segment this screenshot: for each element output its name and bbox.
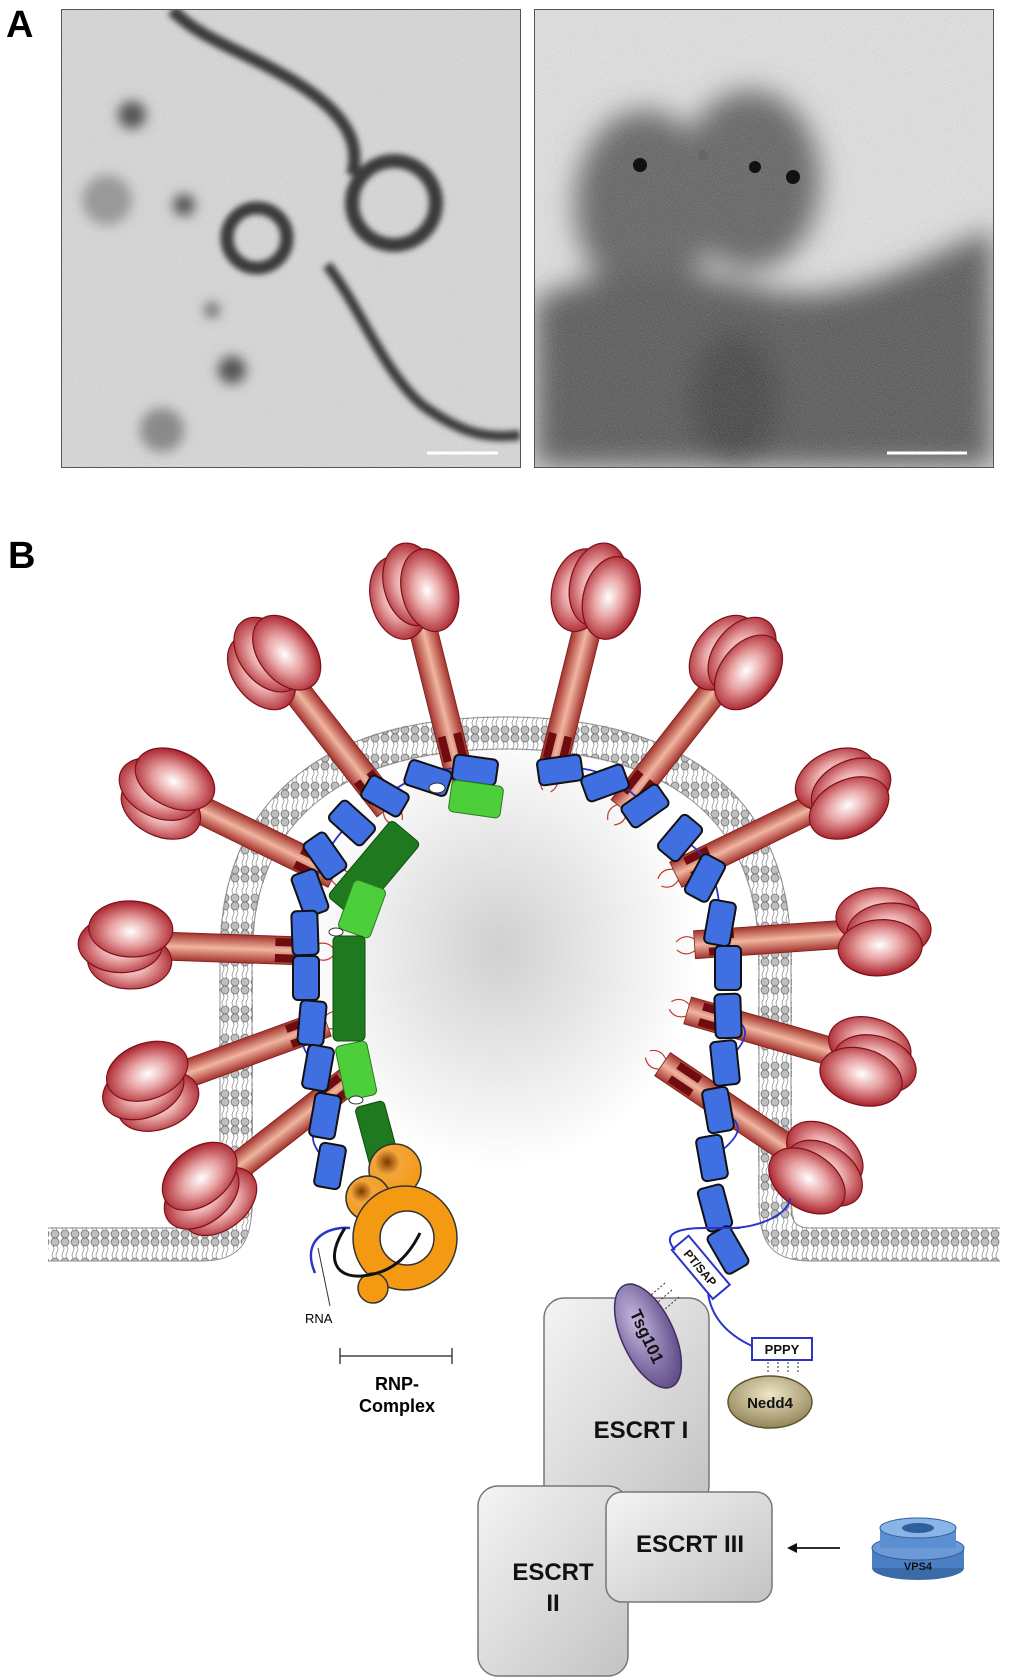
- matrix-protein: [313, 1141, 347, 1191]
- electron-micrograph-right: [534, 9, 994, 468]
- pppy-label: PPPY: [765, 1342, 800, 1357]
- matrix-protein: [296, 999, 328, 1047]
- matrix-protein: [328, 799, 376, 847]
- spike: [536, 542, 641, 793]
- rna-label: RNA: [305, 1311, 333, 1326]
- matrix-protein: [536, 753, 584, 787]
- rnp-complex-label-line1: RNP-: [375, 1374, 419, 1394]
- escrt-machinery: [477, 1297, 773, 1677]
- matrix-protein: [713, 992, 743, 1040]
- matrix-protein: [656, 813, 704, 863]
- matrix-protein: [695, 1133, 729, 1183]
- spike: [161, 1060, 373, 1237]
- spike: [369, 542, 474, 793]
- nucleoprotein-chain: [328, 779, 504, 1168]
- virus-budding-diagram: RNA RNP- Complex ESCRT I ESCRT II ESCRT …: [48, 542, 1000, 1677]
- matrix-protein: [302, 831, 348, 881]
- late-domain-linker: [707, 1292, 753, 1347]
- matrix-protein: [703, 898, 737, 948]
- panel-label-a: A: [6, 4, 34, 46]
- matrix-protein: [683, 853, 727, 903]
- matrix-protein: [706, 1225, 750, 1275]
- escrt-i-label: ESCRT I: [594, 1417, 689, 1444]
- rnp-complex-bracket: [339, 1348, 453, 1364]
- tsg101: [613, 1283, 683, 1389]
- matrix-protein: [360, 774, 410, 818]
- spike: [77, 900, 334, 990]
- vps4: [871, 1517, 965, 1580]
- electron-micrograph-left: [61, 9, 521, 468]
- glycoprotein-spikes: [77, 542, 932, 1237]
- matrix-protein: [301, 1043, 335, 1093]
- spike: [657, 747, 892, 888]
- pppy-motif: [751, 1337, 813, 1361]
- matrix-protein-layer: [290, 753, 750, 1275]
- pt-sap-tsg101-interaction: [649, 1282, 680, 1311]
- spike: [118, 747, 353, 888]
- escrt-iii: [605, 1491, 773, 1603]
- matrix-protein: [290, 909, 320, 957]
- nedd4: [727, 1375, 813, 1429]
- matrix-protein: [714, 945, 742, 991]
- matrix-protein: [292, 955, 320, 1001]
- spike: [102, 1009, 346, 1132]
- matrix-protein: [580, 763, 630, 803]
- escrt-iii-label: ESCRT III: [636, 1531, 744, 1558]
- escrt-ii-label-line2: II: [546, 1590, 559, 1617]
- pppy-nedd4-interaction: [767, 1362, 799, 1374]
- matrix-protein: [709, 1039, 741, 1087]
- matrix-protein: [620, 783, 670, 829]
- polymerase-complex: [309, 1143, 458, 1304]
- nedd4-label: Nedd4: [747, 1395, 794, 1412]
- matrix-protein: [308, 1091, 342, 1141]
- matrix-protein: [701, 1085, 735, 1135]
- rna-pointer: [317, 1247, 331, 1307]
- matrix-protein: [696, 1183, 734, 1233]
- escrt-ii-label-line1: ESCRT: [512, 1559, 594, 1586]
- rnp-complex-label-line2: Complex: [359, 1396, 435, 1416]
- vps4-label: VPS4: [904, 1561, 933, 1573]
- panel-label-b: B: [8, 535, 36, 577]
